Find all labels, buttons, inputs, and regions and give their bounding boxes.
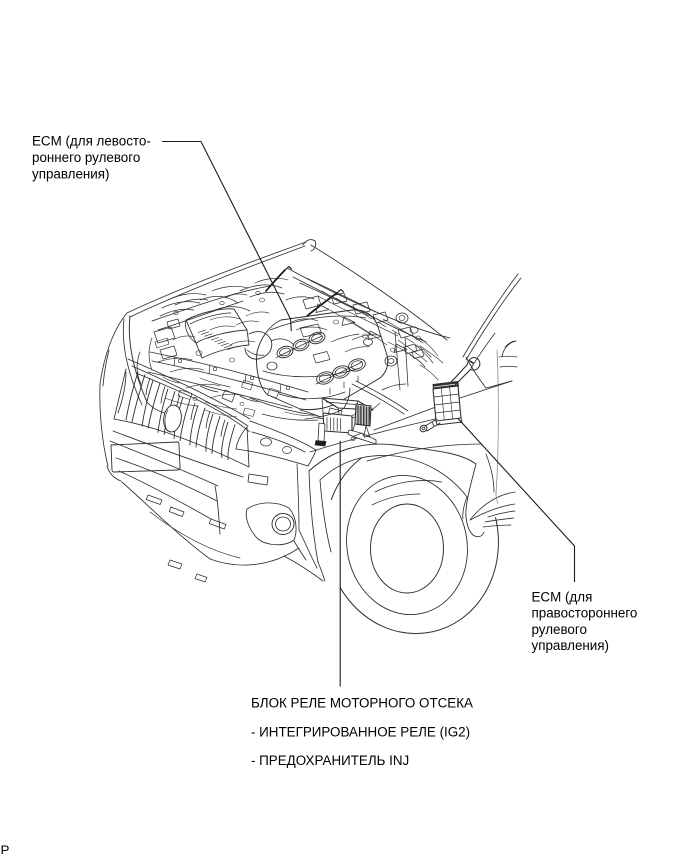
svg-text:управления): управления)	[532, 638, 610, 653]
svg-text:роннего рулевого: роннего рулевого	[32, 150, 140, 165]
svg-text:рулевого: рулевого	[532, 622, 587, 637]
svg-text:управления): управления)	[32, 166, 110, 181]
svg-text:- ИНТЕГРИРОВАННОЕ РЕЛЕ (IG2): - ИНТЕГРИРОВАННОЕ РЕЛЕ (IG2)	[251, 725, 470, 740]
svg-text:P: P	[1, 843, 10, 854]
svg-text:- ПРЕДОХРАНИТЕЛЬ INJ: - ПРЕДОХРАНИТЕЛЬ INJ	[251, 753, 409, 768]
svg-text:ECM (для: ECM (для	[532, 589, 593, 604]
svg-text:правостороннего: правостороннего	[532, 606, 638, 621]
svg-text:БЛОК РЕЛЕ МОТОРНОГО ОТСЕКА: БЛОК РЕЛЕ МОТОРНОГО ОТСЕКА	[251, 696, 473, 711]
svg-text:ECM (для левосто-: ECM (для левосто-	[32, 133, 151, 148]
